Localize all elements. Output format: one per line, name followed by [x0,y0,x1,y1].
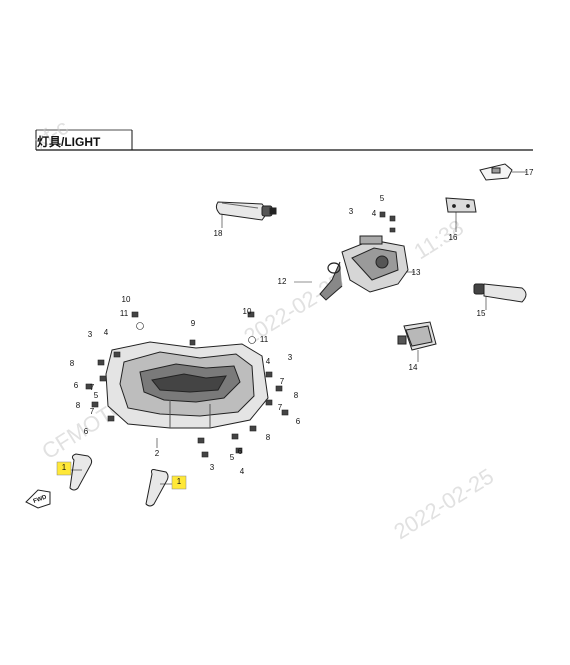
fasteners [85,211,396,458]
callout-number: 2 [155,449,160,458]
callout-number: 10 [122,295,131,304]
part-18-turn-signal [215,201,277,228]
part-12-ring [294,262,341,283]
part-17-bracket [479,163,527,181]
callout-number: 8 [294,391,299,400]
part-2-headlight-housing [105,341,269,448]
callout-number: 6 [74,381,79,390]
callout-number: 7 [278,403,283,412]
part-1-reflector-left [69,453,93,491]
callout-number: 18 [214,229,223,238]
callout-highlight [56,461,72,476]
part-1-reflector-right [145,469,172,507]
callout-number: 7 [90,383,95,392]
part-13-assembly [319,235,415,301]
callout-number: 7 [280,377,285,386]
callout-number: 14 [409,363,418,372]
callout-number: 17 [525,168,534,177]
title-frame [35,129,533,151]
page-title: 灯具/LIGHT [37,135,101,149]
callout-number: 3 [210,463,215,472]
callout-number: 6 [238,447,243,456]
callout-number: 6 [296,417,301,426]
callout-number: 9 [191,319,196,328]
callout-number: 8 [70,359,75,368]
callout-number: 6 [84,427,89,436]
callout-number: 3 [288,353,293,362]
callout-number: 1 [62,463,67,472]
callout-number: 16 [449,233,458,242]
callout-number: 11 [120,309,129,318]
callout-number: 1 [177,477,182,486]
callout-number: 11 [260,335,269,344]
callout-number: 3 [349,207,354,216]
callout-number: 5 [94,391,99,400]
part-15-turn-signal [473,283,527,310]
fwd-label: FWD [33,494,49,505]
callout-number: 4 [266,357,271,366]
callout-number: 8 [266,433,271,442]
part-16-plate [445,197,477,232]
callout-number: 15 [477,309,486,318]
callout-number: 3 [88,330,93,339]
callout-number: 5 [230,453,235,462]
callout-highlight [171,475,187,490]
fwd-arrow: FWD [25,489,51,509]
callout-number: 4 [240,467,245,476]
part-14-module [397,321,437,362]
callout-number: 12 [278,277,287,286]
callout-number: 10 [243,307,252,316]
callout-number: 8 [76,401,81,410]
watermark-text: 11:38 [409,215,468,265]
callout-number: 5 [380,194,385,203]
callout-number: 4 [372,209,377,218]
watermark-text: 2022-02-25 [389,463,498,544]
callout-number: 13 [412,268,421,277]
callout-number: 4 [104,328,109,337]
callout-number: 7 [90,407,95,416]
